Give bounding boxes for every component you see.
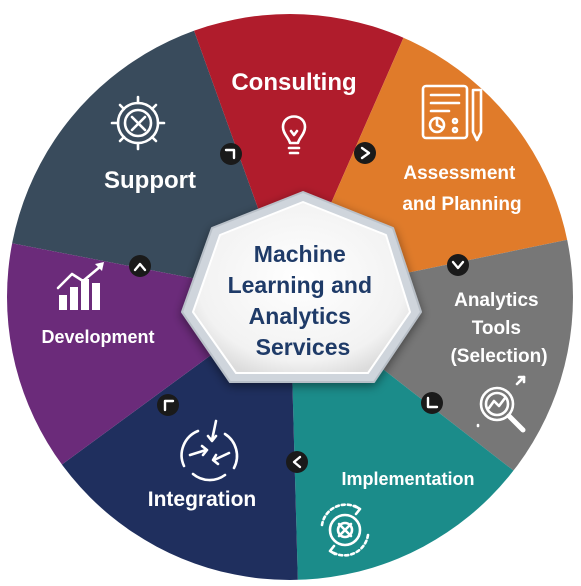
- chevron-marker-integration-development: [157, 394, 179, 416]
- center-hub: Machine Learning and Analytics Services: [181, 191, 422, 383]
- cycle-arrows-icon: [180, 419, 239, 482]
- chevron-marker-support-consulting: [220, 143, 242, 165]
- gear-wrench-icon: [110, 95, 166, 151]
- chevron-marker-implementation-integration: [286, 451, 308, 473]
- magnifier-chart-icon: [476, 375, 526, 433]
- implementation-label: Implementation: [341, 469, 474, 489]
- chevron-marker-development-support: [129, 255, 151, 277]
- clipboard-plan-icon: [421, 84, 483, 142]
- chevron-marker-assessment-analytics: [447, 254, 469, 276]
- integration-label: Integration: [148, 488, 257, 511]
- segment-consulting[interactable]: [183, 0, 420, 297]
- center-title: Machine Learning and Analytics Services: [228, 241, 379, 360]
- development-label: Development: [41, 327, 154, 347]
- chevron-marker-consulting-assessment: [354, 142, 376, 164]
- lightbulb-icon: [281, 115, 307, 155]
- support-label: Support: [104, 167, 196, 194]
- analytics-tools-label: Analytics Tools (Selection): [450, 290, 547, 367]
- chevron-marker-analytics-implementation: [421, 392, 443, 414]
- consulting-label: Consulting: [231, 69, 356, 96]
- growth-chart-icon: [56, 262, 104, 310]
- assessment-label: Assessment and Planning: [402, 163, 521, 215]
- gear-cycle-icon: [320, 503, 370, 557]
